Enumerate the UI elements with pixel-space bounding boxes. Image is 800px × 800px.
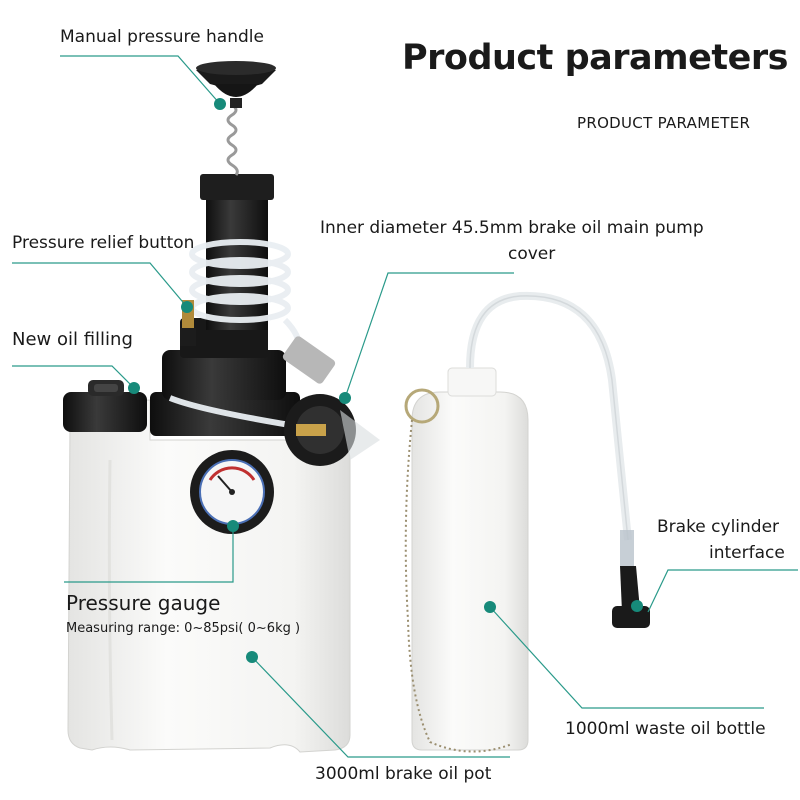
page-subtitle: PRODUCT PARAMETER [577, 114, 751, 132]
dot-cover [339, 392, 351, 404]
dot-pot [246, 651, 258, 663]
dot-interface [631, 600, 643, 612]
pump-base [150, 318, 300, 436]
master-cylinder-cover [282, 336, 380, 466]
dot-relief [181, 301, 193, 313]
dot-filling [128, 382, 140, 394]
dot-gauge [227, 520, 239, 532]
waste-oil-bottle [404, 291, 650, 753]
filler-cap [63, 380, 147, 432]
callout-dots [128, 98, 643, 663]
page-title: Product parameters [402, 38, 788, 78]
dot-bottle [484, 601, 496, 613]
label-pressure-relief-button: Pressure relief button [12, 233, 195, 253]
label-brake-cylinder-line2: interface [709, 543, 785, 563]
label-manual-pressure-handle: Manual pressure handle [60, 27, 264, 47]
label-brake-cylinder-line1: Brake cylinder [657, 517, 780, 537]
label-waste-oil-bottle: 1000ml waste oil bottle [565, 719, 766, 739]
label-inner-diameter-line2: cover [508, 244, 556, 264]
label-new-oil-filling: New oil filling [12, 329, 133, 350]
callout-lines [12, 55, 798, 758]
dot-handle [214, 98, 226, 110]
label-brake-oil-pot: 3000ml brake oil pot [315, 764, 492, 784]
label-inner-diameter-line1: Inner diameter 45.5mm brake oil main pum… [320, 218, 704, 238]
label-measuring-range: Measuring range: 0~85psi( 0~6kg ) [66, 621, 301, 636]
label-pressure-gauge: Pressure gauge [66, 591, 221, 615]
pump-cylinder [196, 61, 276, 330]
